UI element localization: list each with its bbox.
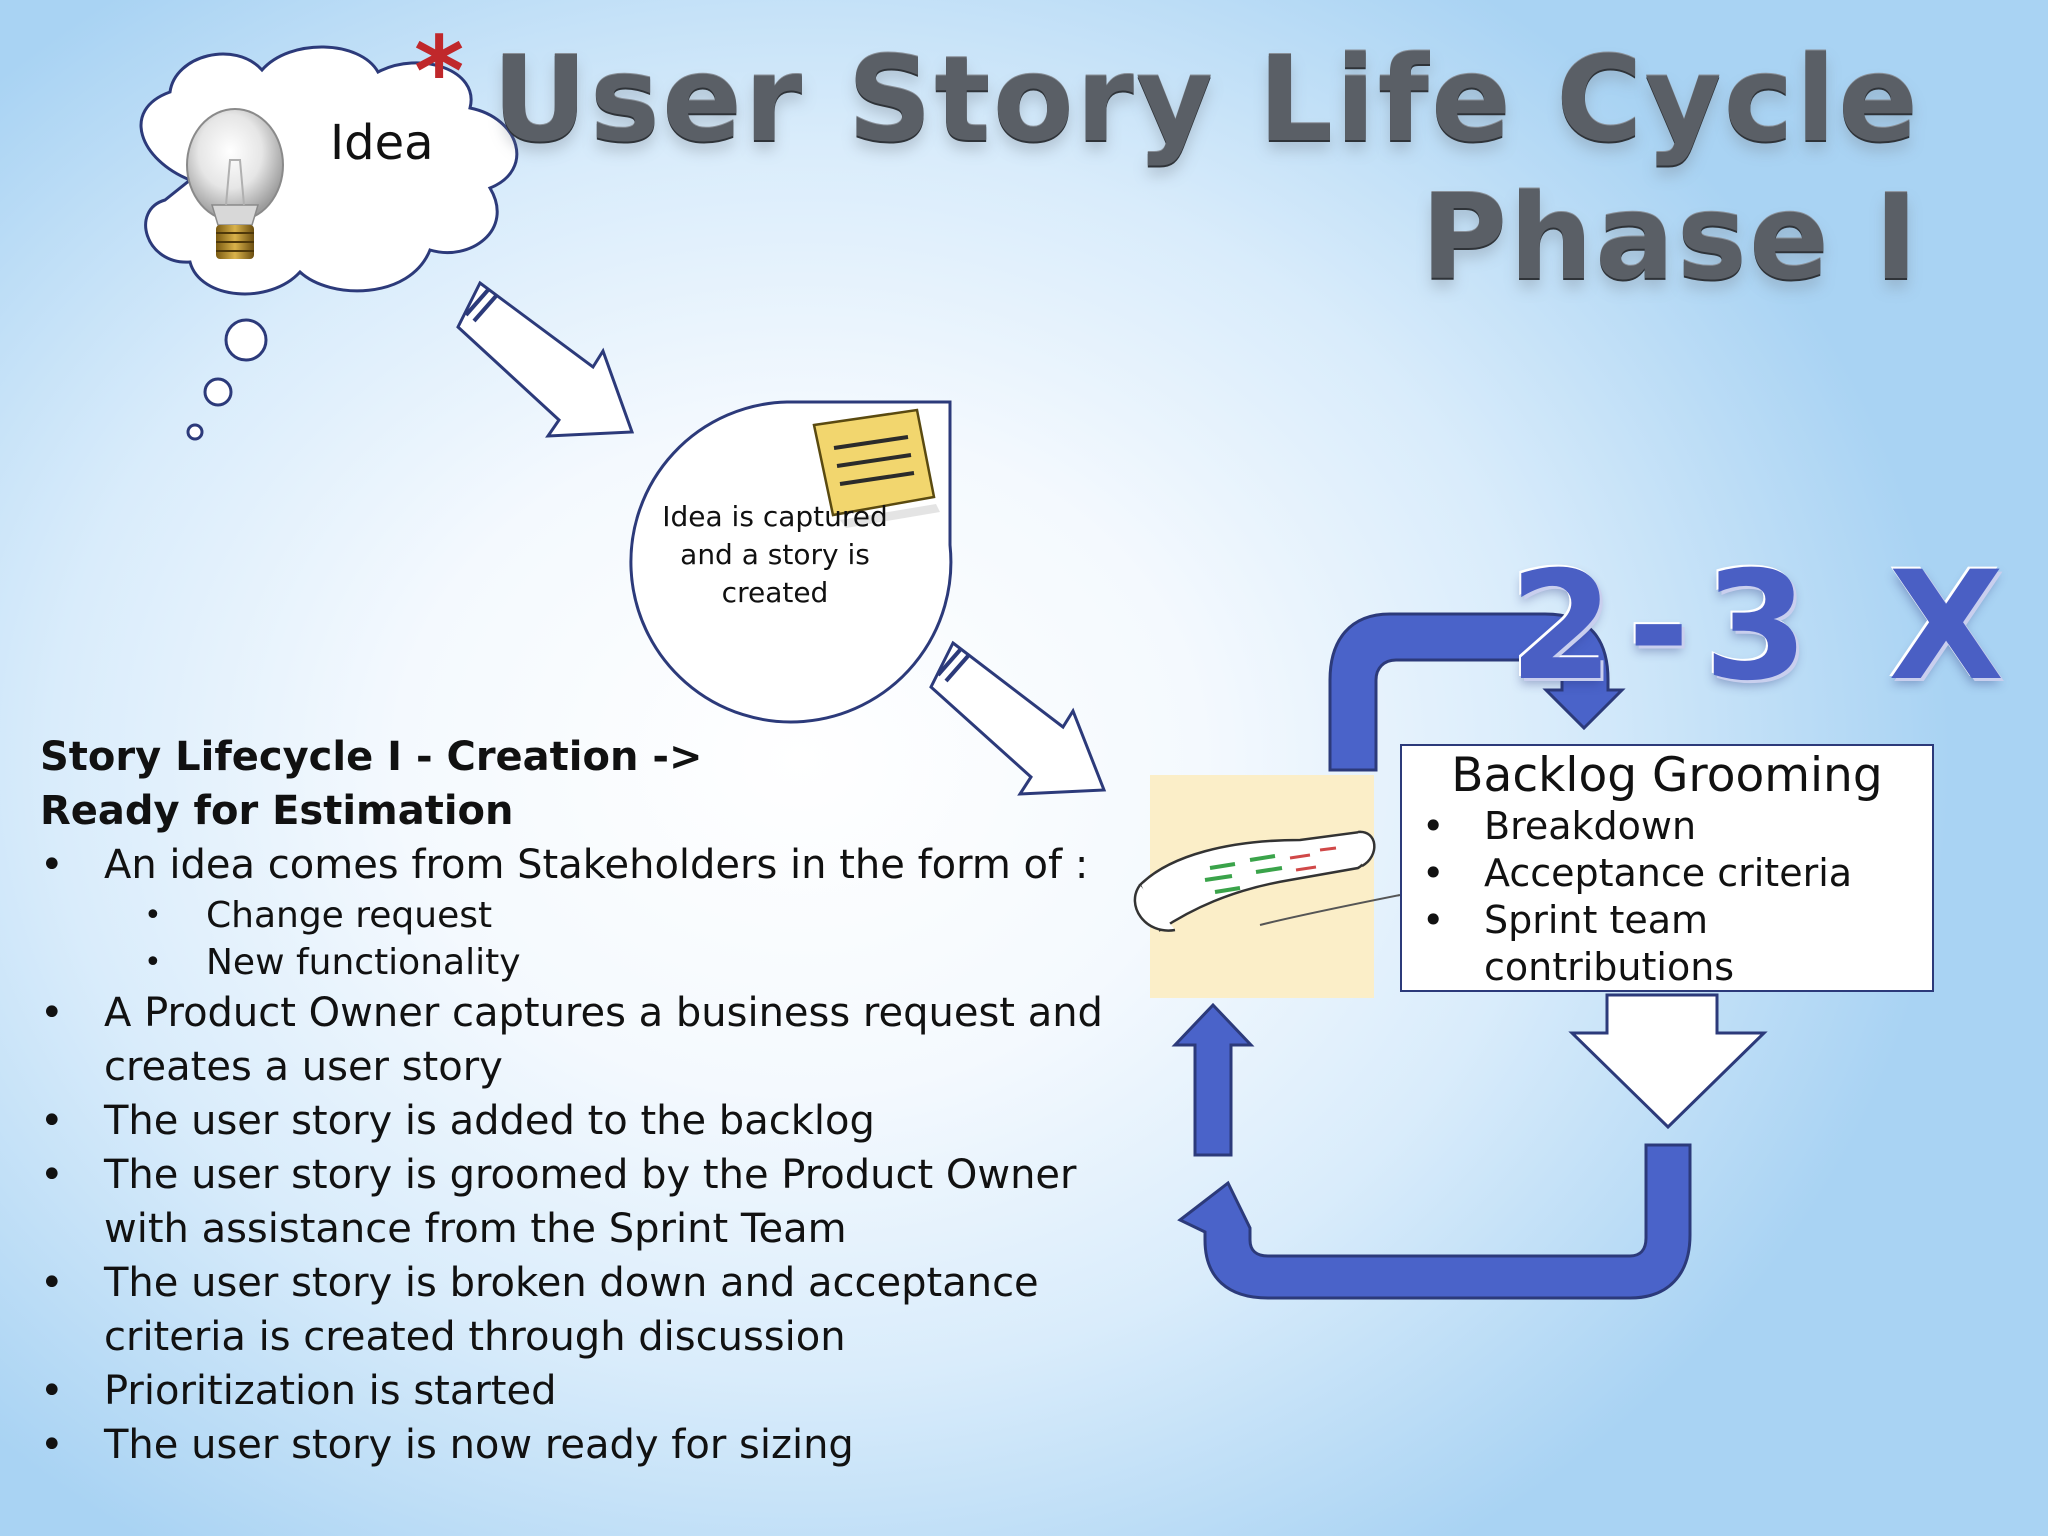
grooming-title: Backlog Grooming <box>1451 748 1883 803</box>
grooming-item: Acceptance criteria <box>1414 850 1920 897</box>
notes-sub-bullet-text: New functionality <box>206 942 521 983</box>
notes-bullet: The user story is added to the backlog <box>40 1094 1120 1148</box>
grooming-item: Sprint team contributions <box>1414 897 1920 991</box>
notes-bullet-text: An idea comes from Stakeholders in the f… <box>104 842 1089 888</box>
notes-sub-list: Change request New functionality <box>104 892 1120 986</box>
grooming-loop-arrows <box>1171 612 1768 1300</box>
notes-bullet: The user story is groomed by the Product… <box>40 1148 1120 1256</box>
title-line-1: User Story Life Cycle <box>491 30 1920 168</box>
repeat-count-label: 2-3 X <box>1509 540 2018 714</box>
grooming-item: Breakdown <box>1414 803 1920 850</box>
sticky-note-icon <box>812 408 940 528</box>
lightbulb-icon <box>186 108 284 259</box>
notes-sub-bullet: Change request <box>40 892 1120 939</box>
notes-sub-bullet: New functionality <box>40 939 1120 986</box>
scroll-document-icon <box>1133 775 1401 998</box>
notes-list: An idea comes from Stakeholders in the f… <box>40 838 1120 1472</box>
arrow-to-capture <box>456 280 635 438</box>
title-asterisk: * <box>413 16 465 128</box>
notes-sub-bullet-text: Change request <box>206 895 493 936</box>
notes-heading-line-2: Ready for Estimation <box>40 788 514 834</box>
grooming-list: Breakdown Acceptance criteria Sprint tea… <box>1414 803 1920 991</box>
notes-bullet: A Product Owner captures a business requ… <box>40 986 1120 1094</box>
idea-label: Idea <box>330 115 434 171</box>
captured-label: Idea is captured and a story is created <box>662 500 888 609</box>
slide-title: * User Story Life Cycle Phase I <box>414 16 1920 306</box>
notes-bullet: The user story is now ready for sizing <box>40 1418 1120 1472</box>
notes-bullet: An idea comes from Stakeholders in the f… <box>40 838 1120 986</box>
notes-bullet: The user story is broken down and accept… <box>40 1256 1120 1364</box>
notes-heading-line-1: Story Lifecycle I - Creation -> <box>40 734 703 780</box>
backlog-grooming-box: Backlog Grooming Breakdown Acceptance cr… <box>1400 744 1934 992</box>
arrow-to-backlog <box>929 640 1107 796</box>
notes-bullet: Prioritization is started <box>40 1364 1120 1418</box>
lifecycle-notes: Story Lifecycle I - Creation -> Ready fo… <box>40 730 1120 1472</box>
title-line-2: Phase I <box>1420 168 1920 306</box>
